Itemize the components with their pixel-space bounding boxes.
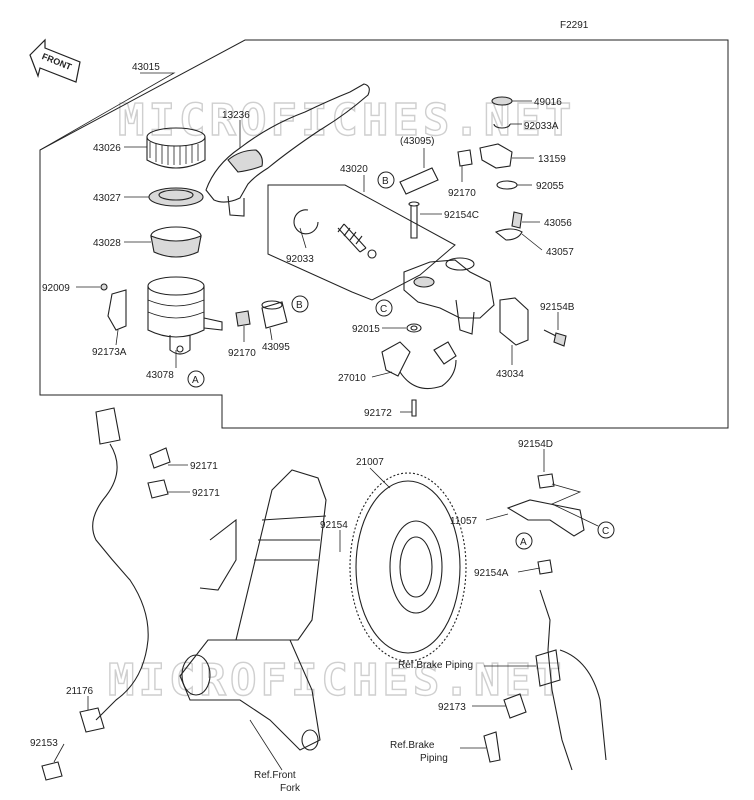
label-43078: 43078 [146,370,174,381]
svg-text:C: C [602,526,609,537]
caliper-bracket [506,473,585,575]
abs-sensor-harness [41,407,171,781]
label-ref-front-fork-a: Ref.Front [254,770,296,781]
svg-text:C: C [380,304,387,315]
label-92153: 92153 [30,738,58,749]
piston-subassembly-frame [267,184,456,301]
hose-connector [479,143,513,169]
diagram-code: F2291 [560,20,589,31]
brake-lever [205,83,370,217]
label-92172: 92172 [364,408,392,419]
label-43020: 43020 [340,164,368,175]
label-13159: 13159 [538,154,566,165]
label-92171-b: 92171 [192,488,220,499]
label-92154D: 92154D [518,439,553,450]
label-43095-a: 43095 [262,342,290,353]
master-cylinder-assembly-frame [39,39,729,429]
screw-92009 [100,283,108,291]
label-92170-a: 92170 [228,348,256,359]
hose-clamp [235,310,251,327]
callout-A-1: A [187,370,205,388]
o-ring [496,180,518,190]
brake-light-switch [381,341,457,390]
label-92033: 92033 [286,254,314,265]
reservoir-bracket [107,289,127,331]
screw-92172 [411,399,417,417]
label-92033A: 92033A [524,121,559,132]
svg-text:A: A [520,537,527,548]
label-92170-b: 92170 [448,188,476,199]
label-43034: 43034 [496,369,524,380]
label-ref-front-fork-b: Fork [280,783,301,794]
label-ref-brake-piping-2b: Piping [420,753,448,764]
label-27010: 27010 [338,373,366,384]
label-ref-brake-piping-1: Ref.Brake Piping [398,660,473,671]
front-arrow-icon: FRONT [29,38,81,83]
label-13236: 13236 [222,110,250,121]
callout-C-2: C [597,521,615,539]
label-43026: 43026 [93,143,121,154]
reservoir-cap [146,127,206,169]
diaphragm [150,226,202,258]
label-11057: 11057 [450,516,478,527]
diaphragm-plate [148,187,204,207]
master-cylinder-body [403,257,495,335]
bolt-92154C [408,201,420,239]
svg-text:A: A [192,375,199,386]
piston-spring [337,223,377,259]
bleeder-screw [511,211,523,229]
washer-92015 [406,323,422,333]
label-92173: 92173 [438,702,466,713]
watermark-bottom: MICROFICHES.NET [108,655,565,706]
label-92154C: 92154C [444,210,479,221]
label-43027: 43027 [93,193,121,204]
banjo-fitting [494,228,523,241]
circlip [293,209,319,235]
label-92009: 92009 [42,283,70,294]
front-fork [179,469,327,751]
callout-C-1: C [375,299,393,317]
label-92154A: 92154A [474,568,509,579]
label-92154: 92154 [320,520,348,531]
hose-clamp-upper [457,149,473,167]
part-labels: 43015 13236 43026 43027 43028 92009 9217… [30,62,575,794]
circlip-92033A [493,123,511,129]
label-92173A: 92173A [92,347,127,358]
label-49016: 49016 [534,97,562,108]
handlebar-clamp [499,297,529,346]
callout-A-2: A [515,532,533,550]
label-43056: 43056 [544,218,572,229]
label-92055: 92055 [536,181,564,192]
svg-text:B: B [296,300,303,311]
callout-B-2: B [291,295,309,313]
label-21007: 21007 [356,457,384,468]
label-43057: 43057 [546,247,574,258]
brake-piping [483,589,607,771]
reservoir-hose-upper [399,167,439,195]
label-43028: 43028 [93,238,121,249]
washer-49016 [491,96,513,106]
label-43015: 43015 [132,62,160,73]
label-21176: 21176 [66,686,94,697]
bolt-92154B [543,329,567,347]
label-92015: 92015 [352,324,380,335]
brake-disc [349,472,467,662]
reservoir-body [147,276,223,355]
callout-B-1: B [377,171,395,189]
reservoir-hose [261,300,288,329]
label-92171-a: 92171 [190,461,218,472]
leader-lines [39,72,599,771]
svg-text:B: B [382,176,389,187]
label-ref-brake-piping-2a: Ref.Brake [390,740,435,751]
label-43095-b: (43095) [400,136,434,147]
label-92154B: 92154B [540,302,575,313]
